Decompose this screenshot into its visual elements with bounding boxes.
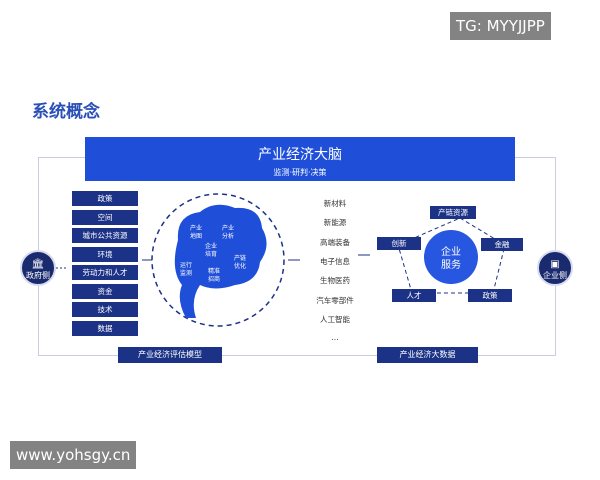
page-title: 系统概念 <box>32 102 100 122</box>
watermark-top: TG: MYYJJPP <box>450 12 551 40</box>
left-item: 技术 <box>72 302 138 317</box>
enterprise-side-label: 企业侧 <box>543 271 567 280</box>
node-talent: 人才 <box>392 289 436 302</box>
industry-item: 汽车零部件 <box>316 295 354 305</box>
node-policy: 政策 <box>468 289 512 302</box>
brain-circle <box>151 193 285 327</box>
industry-item: 新能源 <box>323 218 347 228</box>
watermark-bottom: www.yohsgy.cn <box>10 441 137 469</box>
banner-title: 产业经济大脑 <box>258 147 342 163</box>
industry-item: 电子信息 <box>320 256 350 266</box>
evaluation-model-label: 产业经济评估模型 <box>118 347 222 363</box>
industry-item: 高端装备 <box>320 237 350 247</box>
enterprise-service-label: 企业 服务 <box>441 247 461 271</box>
left-item: 政策 <box>72 191 138 206</box>
brain-label: 精准 招商 <box>208 268 221 283</box>
brain-label: 产业 分析 <box>222 225 235 240</box>
enterprise-service-circle <box>424 230 478 284</box>
government-side: 🏛 政府侧 <box>20 250 56 286</box>
big-data-label: 产业经济大数据 <box>377 347 478 363</box>
enterprise-side: ▣ 企业侧 <box>537 250 573 286</box>
brain-icon <box>174 204 267 318</box>
banner-subtitle: 监测·研判·决策 <box>273 168 327 177</box>
left-item: 资金 <box>72 283 138 299</box>
node-finance: 金融 <box>481 238 523 251</box>
industry-item: ... <box>331 333 339 343</box>
left-item: 城市公共资源 <box>72 228 138 243</box>
government-building-icon: 🏛 <box>31 259 45 270</box>
banner: 产业经济大脑 监测·研判·决策 <box>85 137 515 181</box>
frame-bottom-line <box>38 355 556 356</box>
left-item: 数据 <box>72 320 138 336</box>
brain-label: 产业 地图 <box>190 225 203 240</box>
brain-label: 产链 优化 <box>234 255 247 270</box>
left-item: 劳动力和人才 <box>72 265 138 280</box>
brain-label: 企业 培育 <box>205 243 218 258</box>
industry-item: 人工智能 <box>320 314 350 324</box>
left-item: 环境 <box>72 246 138 262</box>
node-innovation: 创新 <box>377 237 421 250</box>
node-chain-resources: 产链资源 <box>430 206 476 219</box>
industry-item: 生物医药 <box>320 276 350 286</box>
industry-item: 新材料 <box>323 199 347 208</box>
left-item: 空间 <box>72 209 138 225</box>
brain-label: 运行 监测 <box>180 262 193 277</box>
government-side-label: 政府侧 <box>26 271 50 280</box>
enterprise-icon: ▣ <box>550 259 560 270</box>
